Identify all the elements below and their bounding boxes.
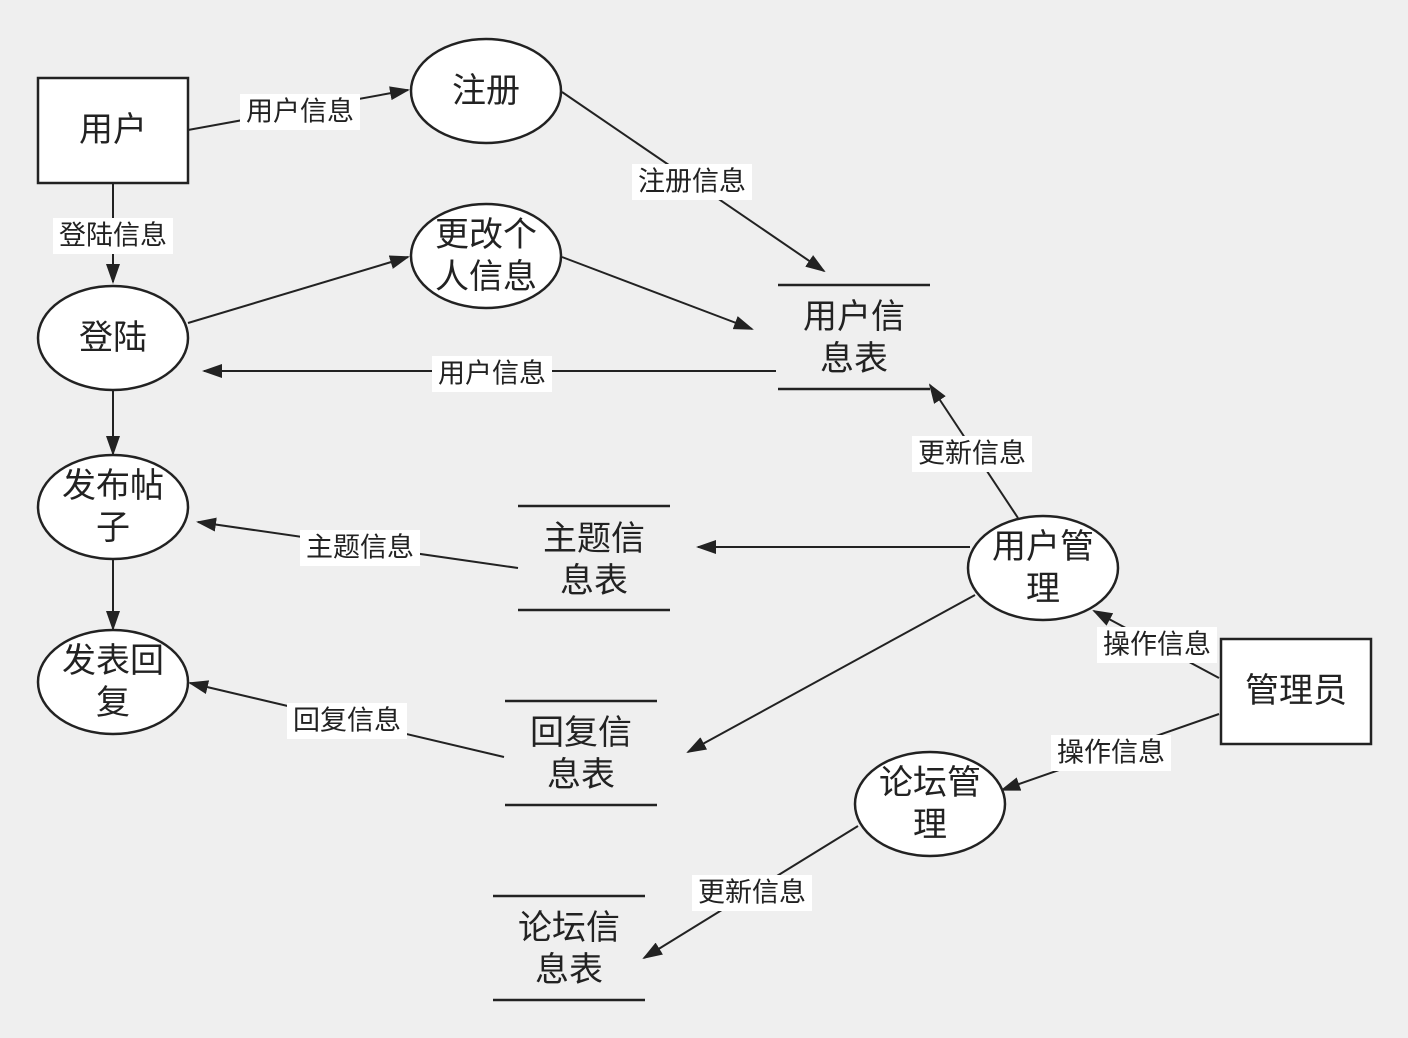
store-reply-table: 回复信 息表: [505, 699, 657, 807]
flow-labels: 用户信息 注册信息 登陆信息 用户信息 更新信息 主题信息 回复信息 操作信息: [53, 94, 1217, 911]
svg-text:用户信息: 用户信息: [438, 359, 546, 390]
flow-label-user-to-login: 登陆信息: [53, 218, 173, 254]
flow-label-topic-to-post: 主题信息: [300, 530, 420, 566]
store-user-table-label-line1: 用户信: [803, 297, 905, 337]
process-post-topic-label-line2: 子: [96, 508, 130, 548]
svg-text:登陆信息: 登陆信息: [59, 221, 167, 252]
svg-text:更新信息: 更新信息: [918, 439, 1026, 470]
process-edit-info: 更改个 人信息: [409, 202, 563, 310]
process-post-reply-label-line1: 发表回: [62, 641, 164, 681]
svg-text:操作信息: 操作信息: [1057, 738, 1165, 769]
process-edit-info-label-line1: 更改个: [435, 215, 537, 255]
svg-text:注册信息: 注册信息: [638, 167, 746, 198]
svg-text:用户信息: 用户信息: [246, 97, 354, 128]
entity-user: 用户: [36, 76, 190, 185]
process-forum-mgmt: 论坛管 理: [853, 750, 1007, 858]
process-register-label: 注册: [452, 71, 520, 111]
store-topic-table-label-line1: 主题信: [543, 519, 645, 559]
process-edit-info-label-line2: 人信息: [435, 257, 537, 297]
process-post-topic-label-line1: 发布帖: [62, 466, 164, 506]
entity-user-label: 用户: [79, 110, 147, 150]
process-login-label: 登陆: [79, 318, 147, 358]
flow-label-forummgmt-to-forumtable: 更新信息: [692, 875, 812, 911]
svg-text:主题信息: 主题信息: [306, 533, 414, 564]
process-user-mgmt-label-line1: 用户管: [992, 527, 1094, 567]
store-reply-table-label-line2: 息表: [547, 755, 615, 795]
flow-editinfo-to-usertable: [561, 256, 754, 330]
store-topic-table: 主题信 息表: [518, 504, 670, 612]
process-user-mgmt: 用户管 理: [966, 514, 1120, 622]
flow-usermgmt-to-replytable: [686, 594, 976, 753]
flow-label-admin-to-usermgmt: 操作信息: [1097, 627, 1217, 663]
flow-label-usermgmt-to-usertable: 更新信息: [912, 436, 1032, 472]
process-login: 登陆: [36, 284, 190, 392]
svg-text:更新信息: 更新信息: [698, 878, 806, 909]
store-topic-table-label-line2: 息表: [560, 561, 628, 601]
flow-label-user-to-register: 用户信息: [240, 94, 360, 130]
flow-label-usertable-to-login: 用户信息: [432, 356, 552, 392]
process-forum-mgmt-label-line2: 理: [913, 805, 947, 845]
flow-label-admin-to-forummgmt: 操作信息: [1051, 735, 1171, 771]
process-post-reply-label-line2: 复: [96, 683, 130, 723]
svg-text:回复信息: 回复信息: [293, 706, 401, 737]
entity-admin-label: 管理员: [1245, 671, 1347, 711]
flow-label-reply-to-post: 回复信息: [287, 703, 407, 739]
store-forum-table-label-line1: 论坛信: [518, 908, 620, 948]
store-user-table-label-line2: 息表: [820, 339, 888, 379]
store-forum-table-label-line2: 息表: [535, 950, 603, 990]
process-forum-mgmt-label-line1: 论坛管: [879, 763, 981, 803]
store-reply-table-label-line1: 回复信: [530, 713, 632, 753]
flow-label-register-to-usertable: 注册信息: [632, 164, 752, 200]
svg-text:操作信息: 操作信息: [1103, 630, 1211, 661]
store-user-table: 用户信 息表: [778, 283, 930, 391]
flow-login-to-editinfo: [187, 255, 410, 324]
process-post-topic: 发布帖 子: [36, 453, 190, 561]
process-post-reply: 发表回 复: [36, 628, 190, 736]
store-forum-table: 论坛信 息表: [493, 894, 645, 1002]
process-user-mgmt-label-line2: 理: [1026, 569, 1060, 609]
entity-admin: 管理员: [1219, 637, 1373, 746]
process-register: 注册: [409, 37, 563, 145]
